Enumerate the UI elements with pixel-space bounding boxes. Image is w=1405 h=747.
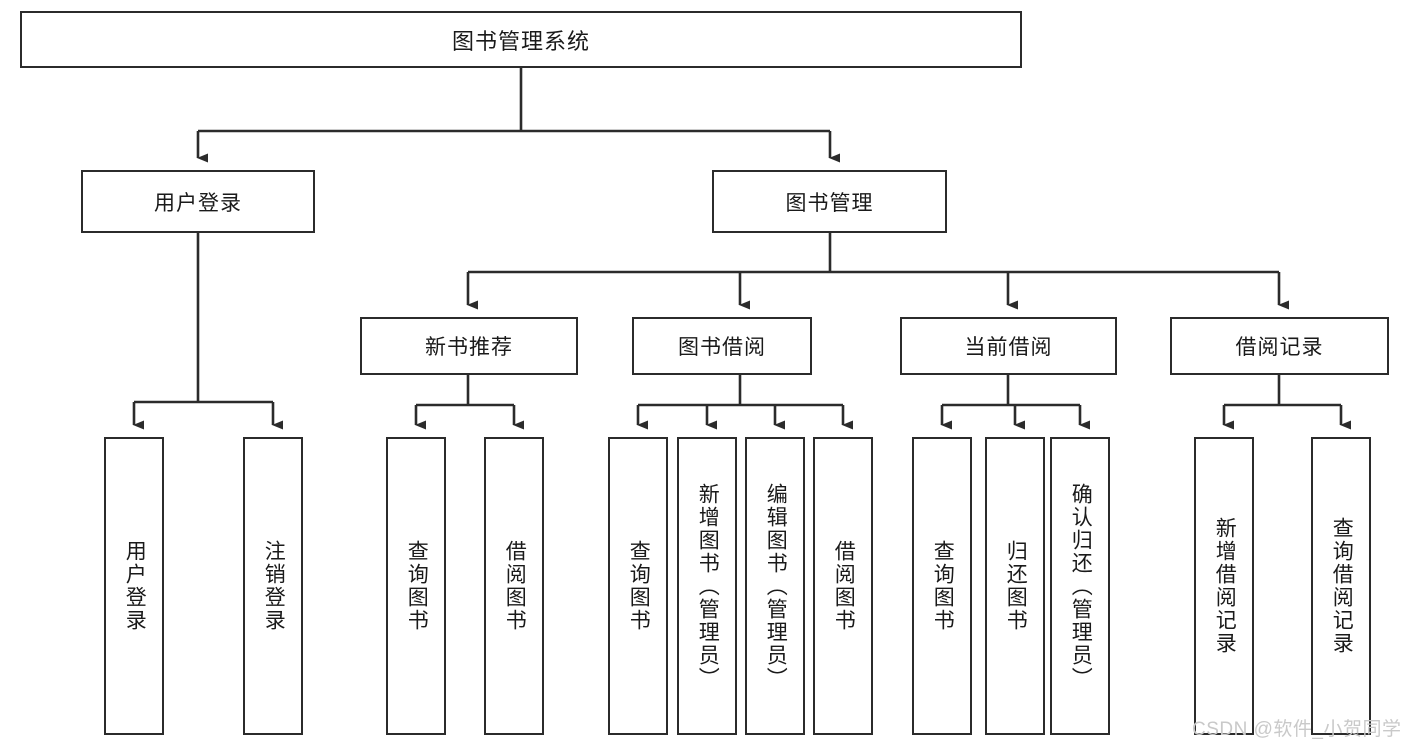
node-leaf-add-book-label: 新增图书（管理员） — [696, 482, 720, 690]
node-leaf-user-login-label: 用户登录 — [123, 540, 147, 632]
node-leaf-add-book[interactable]: 新增图书（管理员） — [677, 437, 737, 735]
node-leaf-query-book-2[interactable]: 查询图书 — [608, 437, 668, 735]
node-book-borrow-label: 图书借阅 — [678, 336, 766, 359]
node-leaf-query-record-label: 查询借阅记录 — [1330, 517, 1354, 655]
node-borrow-record[interactable]: 借阅记录 — [1170, 317, 1389, 375]
node-leaf-edit-book-label: 编辑图书（管理员） — [764, 482, 788, 690]
node-root-label: 图书管理系统 — [451, 28, 590, 54]
node-new-book-recommend-label: 新书推荐 — [425, 336, 513, 359]
node-leaf-user-logout[interactable]: 注销登录 — [243, 437, 303, 735]
node-book-manage-label: 图书管理 — [785, 191, 874, 215]
node-new-book-recommend[interactable]: 新书推荐 — [360, 317, 578, 375]
node-leaf-query-book-3-label: 查询图书 — [931, 540, 955, 632]
node-leaf-edit-book[interactable]: 编辑图书（管理员） — [745, 437, 805, 735]
node-leaf-query-book-1[interactable]: 查询图书 — [386, 437, 446, 735]
node-leaf-borrow-book-1-label: 借阅图书 — [503, 540, 527, 632]
node-leaf-return-book-label: 归还图书 — [1004, 540, 1028, 632]
node-leaf-user-login[interactable]: 用户登录 — [104, 437, 164, 735]
node-leaf-borrow-book-1[interactable]: 借阅图书 — [484, 437, 544, 735]
node-leaf-add-record-label: 新增借阅记录 — [1213, 517, 1237, 655]
node-user-login-label: 用户登录 — [154, 191, 242, 215]
node-current-borrow[interactable]: 当前借阅 — [900, 317, 1117, 375]
node-leaf-add-record[interactable]: 新增借阅记录 — [1194, 437, 1254, 735]
node-leaf-confirm-return-label: 确认归还（管理员） — [1069, 482, 1093, 690]
node-borrow-record-label: 借阅记录 — [1235, 336, 1324, 359]
node-leaf-confirm-return[interactable]: 确认归还（管理员） — [1050, 437, 1110, 735]
node-book-manage[interactable]: 图书管理 — [712, 170, 947, 233]
node-leaf-borrow-book-2[interactable]: 借阅图书 — [813, 437, 873, 735]
node-user-login[interactable]: 用户登录 — [81, 170, 315, 233]
node-leaf-query-book-1-label: 查询图书 — [405, 540, 429, 632]
node-book-borrow[interactable]: 图书借阅 — [632, 317, 812, 375]
node-leaf-user-logout-label: 注销登录 — [262, 540, 286, 632]
node-leaf-query-book-2-label: 查询图书 — [627, 540, 651, 632]
node-root-system[interactable]: 图书管理系统 — [20, 11, 1022, 68]
node-current-borrow-label: 当前借阅 — [964, 336, 1053, 359]
node-leaf-query-record[interactable]: 查询借阅记录 — [1311, 437, 1371, 735]
node-leaf-borrow-book-2-label: 借阅图书 — [832, 540, 856, 632]
csdn-watermark: CSDN @软件_小贺同学 — [1192, 719, 1402, 740]
node-leaf-return-book[interactable]: 归还图书 — [985, 437, 1045, 735]
node-leaf-query-book-3[interactable]: 查询图书 — [912, 437, 972, 735]
